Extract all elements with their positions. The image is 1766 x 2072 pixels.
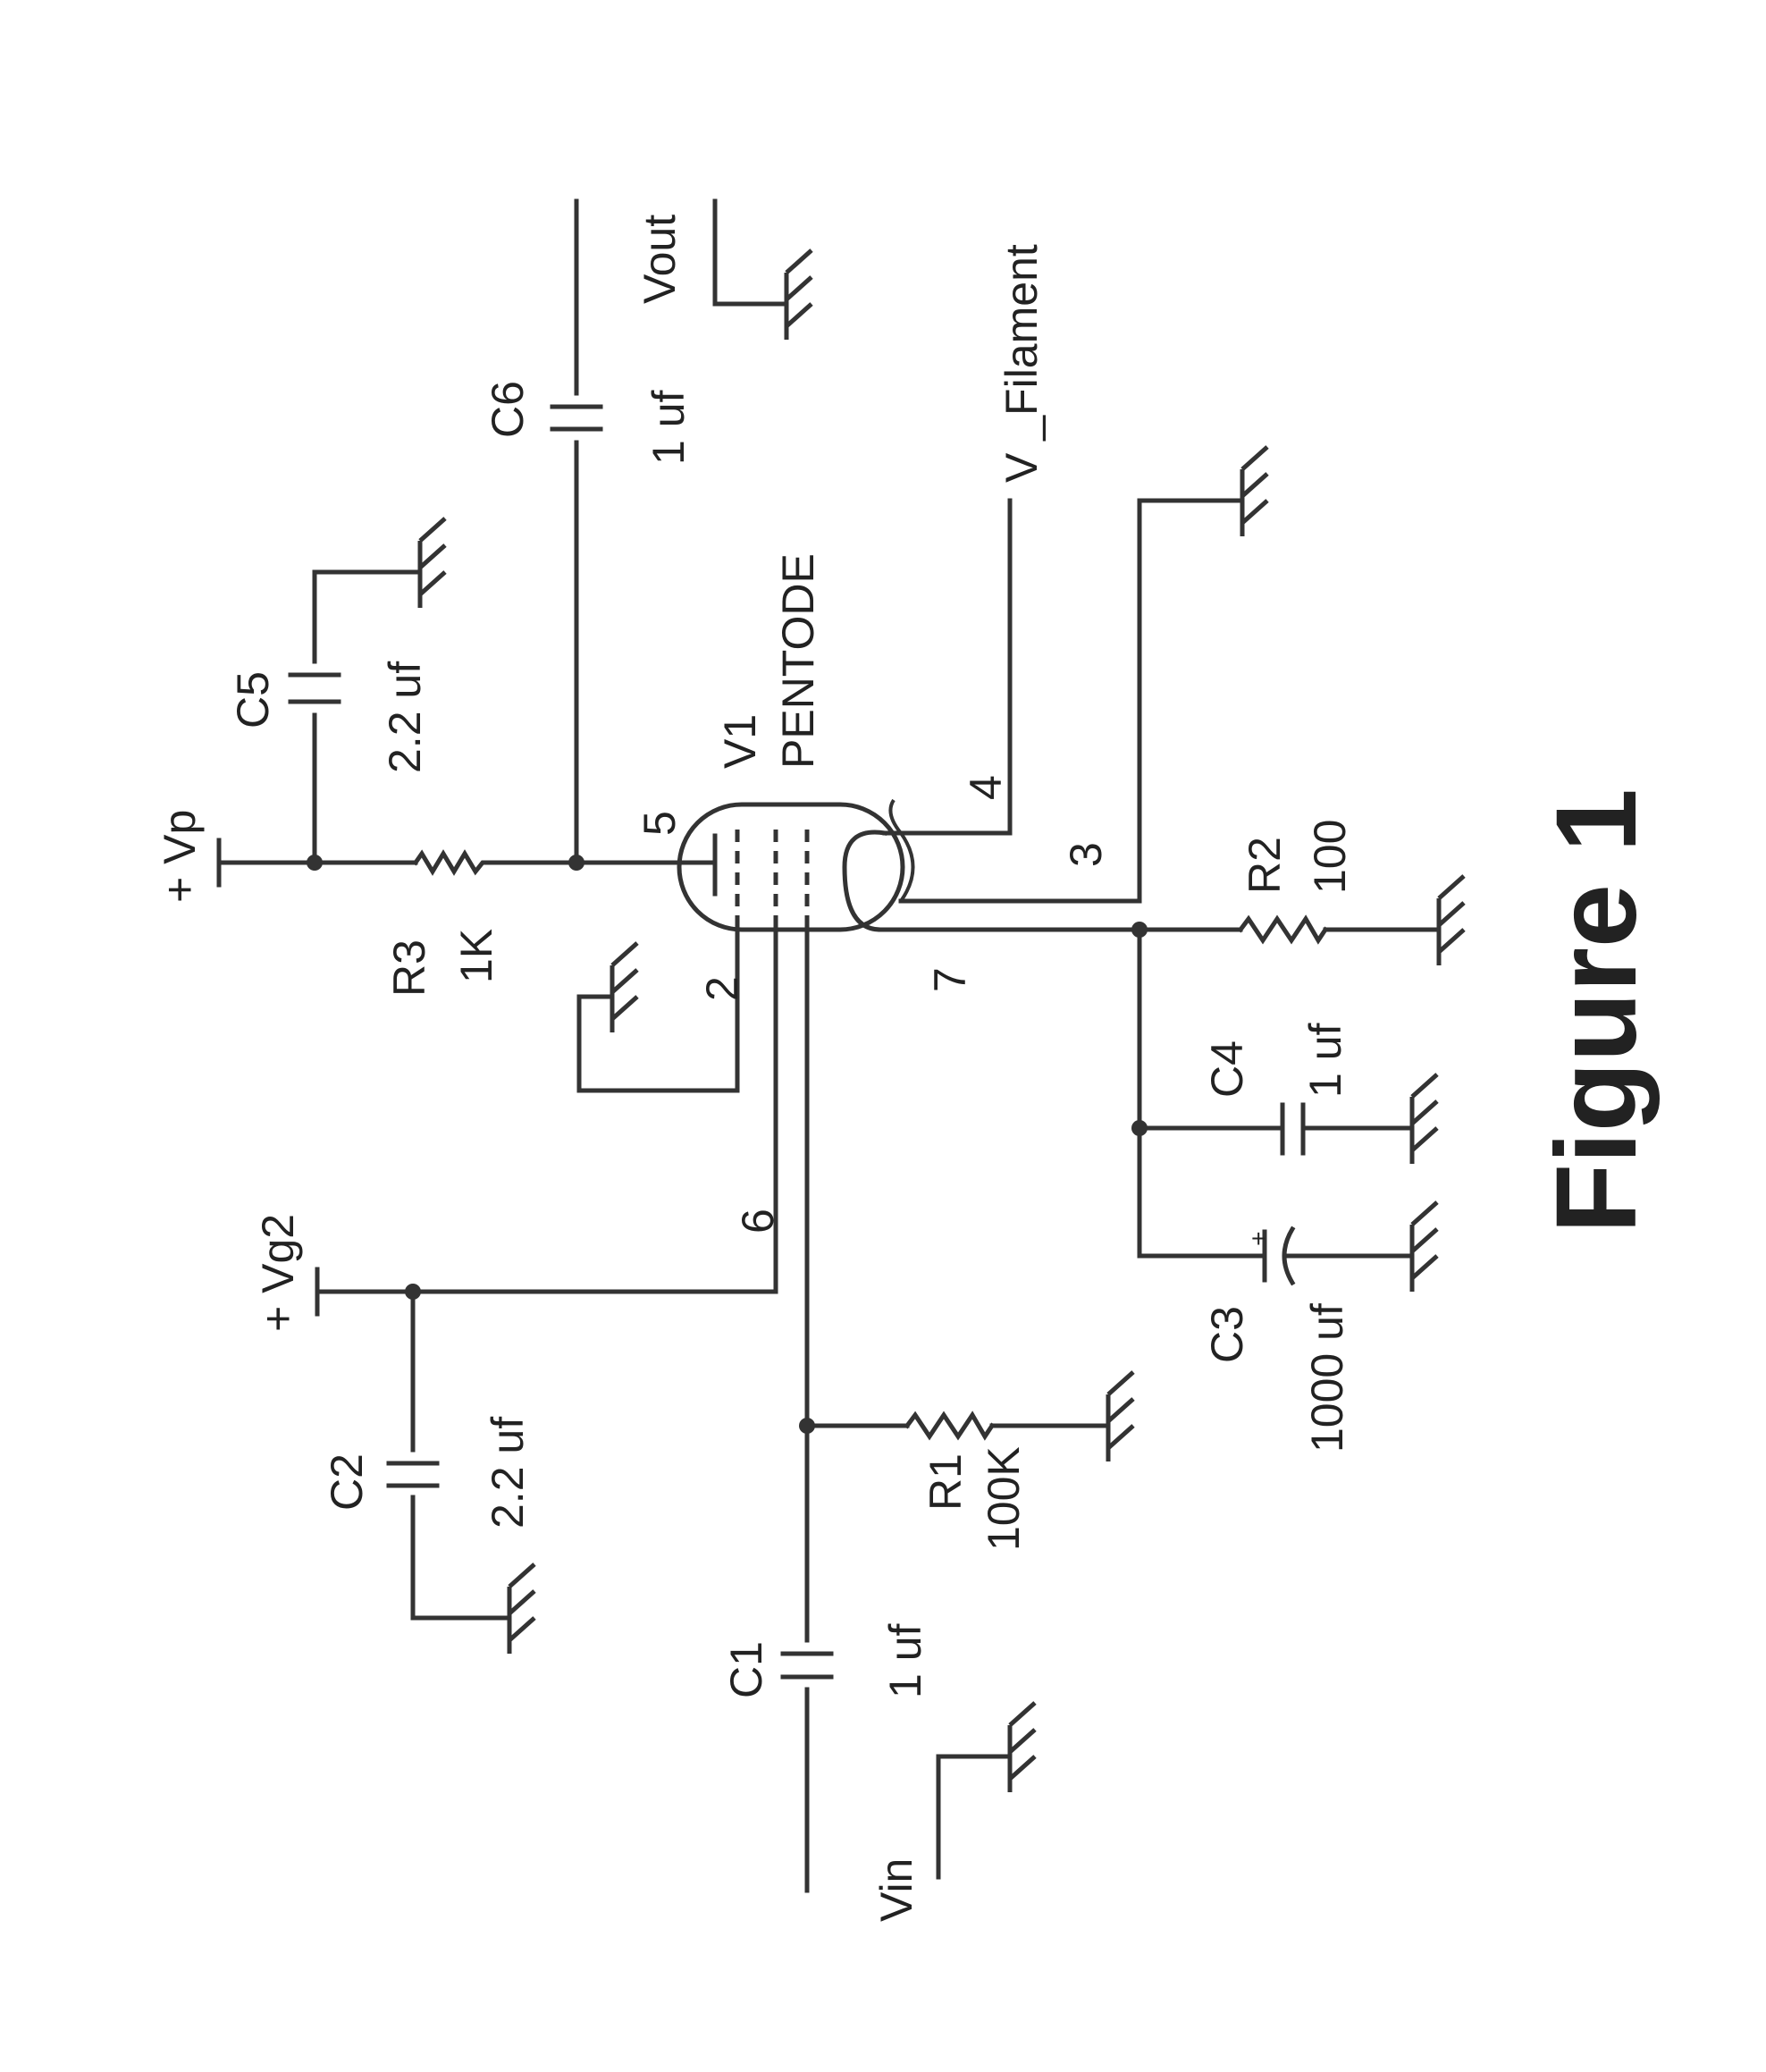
r3-ref-label: R3 [384, 939, 434, 997]
resistor-r2 [1240, 919, 1325, 940]
ground-icon [1242, 447, 1267, 536]
ground-icon [1108, 1372, 1133, 1461]
c6-value-label: 1 uf [643, 390, 694, 465]
ground-icon [612, 943, 637, 1032]
r2-value-label: 100 [1305, 820, 1355, 894]
pin-2-label: 2 [697, 976, 747, 1001]
labels: + Vp + Vg2 V _Filament Vout Vin V1 PENTO… [155, 215, 1661, 1922]
capacitor-c4 [1282, 1105, 1303, 1153]
pentode-tube-icon [679, 800, 913, 930]
c5-ref-label: C5 [228, 671, 278, 729]
pin-5-label: 5 [635, 811, 685, 836]
pin-4-label: 4 [961, 775, 1011, 800]
c2-ref-label: C2 [322, 1453, 372, 1511]
resistor-r1 [907, 1415, 992, 1436]
c5-value-label: 2.2 uf [380, 661, 430, 773]
ground-icon [1412, 1074, 1437, 1164]
ground-icon [1010, 1703, 1035, 1792]
port-vout-label: Vout [635, 215, 685, 304]
supply-filament-label: V _Filament [997, 244, 1047, 483]
r1-value-label: 100K [979, 1446, 1029, 1551]
resistor-r3 [416, 854, 487, 872]
c3-ref-label: C3 [1202, 1306, 1252, 1363]
r1-ref-label: R1 [921, 1453, 971, 1511]
c1-value-label: 1 uf [880, 1623, 930, 1698]
r2-ref-label: R2 [1240, 837, 1290, 894]
r3-value-label: 1K [451, 929, 501, 983]
c1-ref-label: C1 [721, 1641, 771, 1698]
pin-7-label: 7 [925, 967, 975, 992]
ground-icon [1412, 1202, 1437, 1292]
capacitor-c1 [783, 1654, 831, 1677]
figure-caption: Figure 1 [1533, 788, 1661, 1234]
tube-ref-label: V1 [715, 714, 765, 769]
polarity-plus-mark: + [1251, 1225, 1266, 1252]
capacitor-c2 [389, 1463, 437, 1486]
capacitor-c6 [552, 407, 601, 429]
c6-ref-label: C6 [483, 381, 533, 438]
supply-vg2-label: + Vg2 [253, 1214, 303, 1332]
pin-3-label: 3 [1061, 842, 1111, 867]
capacitor-c5 [290, 675, 339, 702]
supply-vp-label: + Vp [155, 810, 205, 903]
pin-6-label: 6 [733, 1209, 783, 1234]
tube-type-label: PENTODE [773, 553, 823, 769]
c3-value-label: 1000 uf [1302, 1303, 1352, 1453]
ground-icon [420, 518, 445, 608]
ground-icon [786, 250, 812, 340]
c2-value-label: 2.2 uf [483, 1417, 533, 1529]
ground-icon [1439, 876, 1464, 965]
c4-ref-label: C4 [1202, 1040, 1252, 1098]
c4-value-label: 1 uf [1300, 1023, 1350, 1098]
ground-icon [509, 1564, 534, 1654]
port-vin-label: Vin [871, 1858, 921, 1922]
